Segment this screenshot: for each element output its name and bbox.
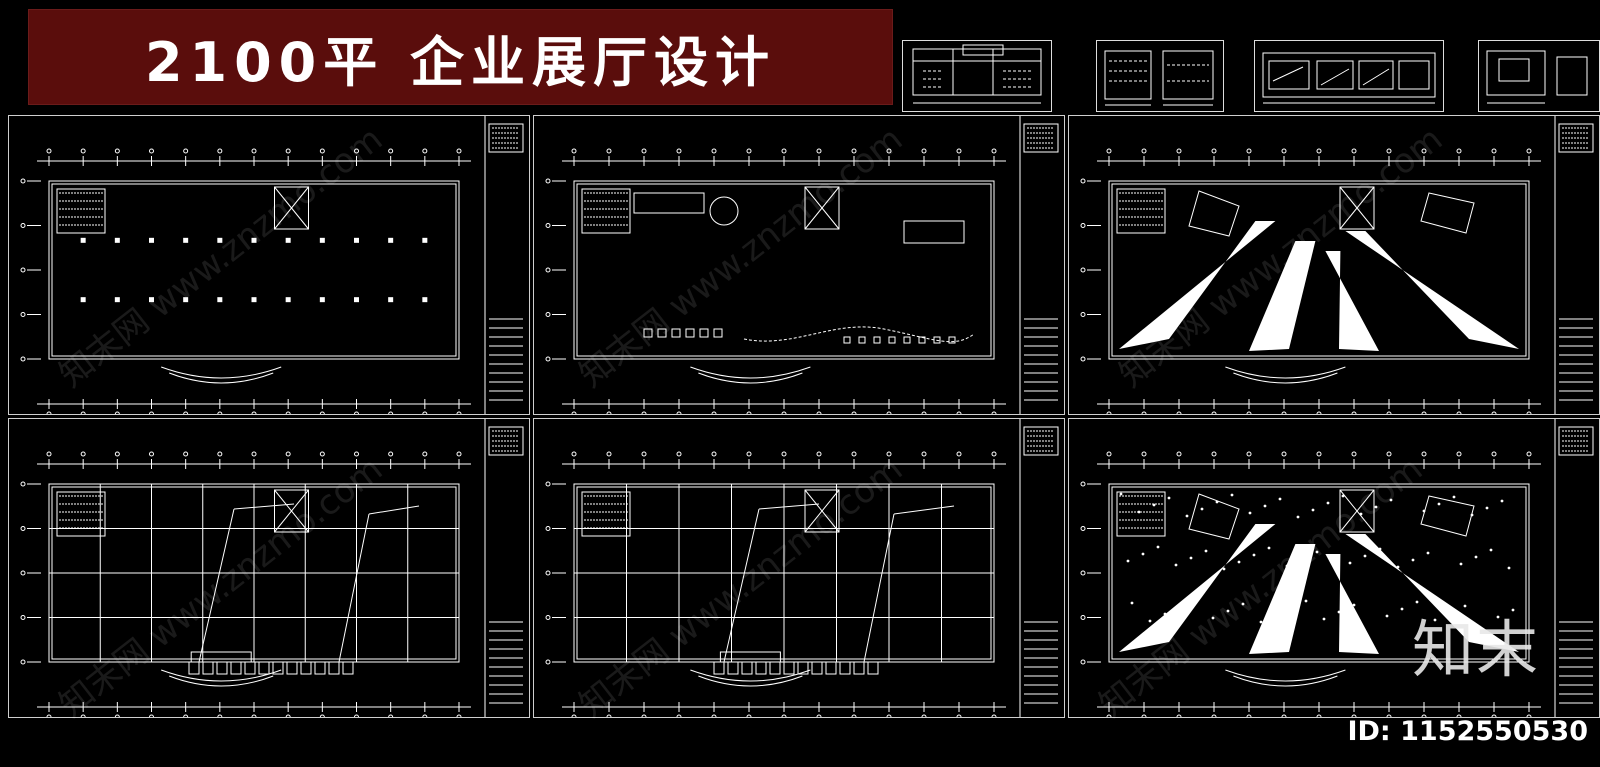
cad-drawing — [20, 419, 524, 717]
title-banner: 2100平 企业展厅设计 — [28, 9, 893, 105]
sheet-ceiling-plan[interactable] — [1068, 115, 1600, 415]
cad-drawing — [20, 116, 524, 414]
banner-title: 2100平 企业展厅设计 — [144, 30, 777, 94]
cad-drawing — [545, 116, 1059, 414]
elevation-thumb-1[interactable] — [902, 40, 1052, 112]
image-id-label: ID: 1152550530 — [1347, 716, 1588, 747]
sheet-furniture-layout-plan[interactable] — [533, 115, 1065, 415]
cad-drawing — [1080, 419, 1594, 717]
elevation-thumb-3[interactable] — [1254, 40, 1444, 112]
cad-drawing — [545, 419, 1059, 717]
sheet-original-floor-plan[interactable] — [8, 115, 530, 415]
sheet-floor-grid-plan-2[interactable] — [533, 418, 1065, 718]
brand-logo: 知末 — [1411, 613, 1540, 686]
sheet-lighting-ceiling-plan[interactable] — [1068, 418, 1600, 718]
sheet-floor-grid-plan-1[interactable] — [8, 418, 530, 718]
elevation-thumb-2[interactable] — [1096, 40, 1224, 112]
elevation-thumb-4[interactable] — [1478, 40, 1600, 112]
cad-drawing — [1080, 116, 1594, 414]
